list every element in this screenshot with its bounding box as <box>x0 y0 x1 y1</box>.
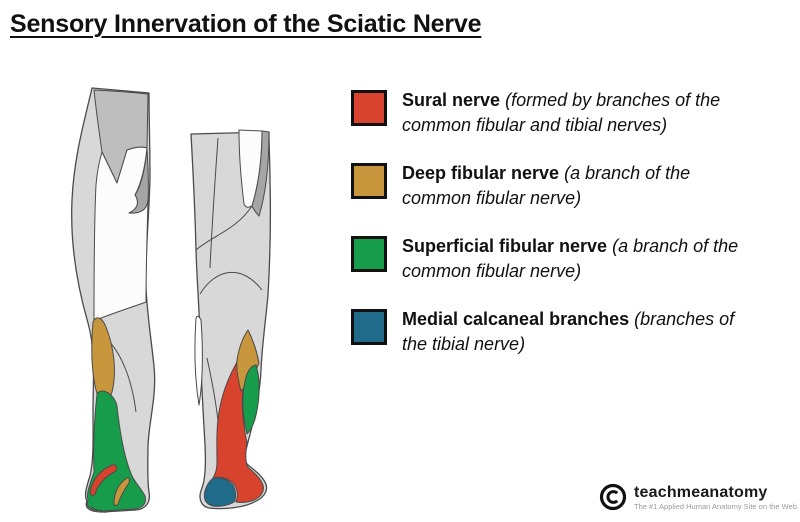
legend-item-description: (branches of the tibial nerve) <box>402 309 735 354</box>
legend-item-description: (a branch of the common fibular nerve) <box>402 163 691 208</box>
deep-fibular-color-swatch <box>351 163 387 199</box>
page-title: Sensory Innervation of the Sciatic Nerve <box>10 10 482 38</box>
legend-item-name: Sural nerve <box>402 90 501 110</box>
legend-item-description: (formed by branches of the common fibula… <box>402 90 721 135</box>
legend-item-name: Medial calcaneal branches <box>402 309 630 329</box>
medial-calcaneal-color-swatch <box>351 309 387 345</box>
sural-color-swatch <box>351 90 387 126</box>
leg-illustration <box>71 87 272 513</box>
legend-item-name: Superficial fibular nerve <box>402 236 608 256</box>
posterior-knee-white-sliver <box>194 315 203 406</box>
medial-calcaneal-region-heel <box>203 477 237 507</box>
deep-fibular-region-posterior-calf <box>236 329 260 392</box>
brand-name: teachmeanatomy <box>634 483 768 501</box>
brand-tagline: The #1 Applied Human Anatomy Site on the… <box>634 501 799 511</box>
superficial-fibular-color-swatch <box>351 236 387 272</box>
copyright-c-icon <box>599 483 627 511</box>
superficial-fibular-region-posterior-calf <box>242 364 260 435</box>
toe-lines <box>90 505 108 513</box>
legend-item-medial-calcaneal: Medial calcaneal branches (branches of t… <box>351 307 771 357</box>
lateral-thigh-white-region <box>93 146 149 322</box>
legend-item-deep-fibular: Deep fibular nerve (a branch of the comm… <box>351 161 771 211</box>
legend-text: Deep fibular nerve (a branch of the comm… <box>402 161 747 211</box>
deep-fibular-region-lateral-calf <box>91 317 115 403</box>
legend-item-name: Deep fibular nerve <box>402 163 560 183</box>
brand-logo: teachmeanatomy The #1 Applied Human Anat… <box>599 483 799 511</box>
posterior-thigh-contour-lines <box>195 137 263 443</box>
posterior-thigh-dark-strip-region <box>251 130 270 217</box>
legend: Sural nerve (formed by branches of the c… <box>351 88 771 380</box>
sural-region-posterior-calf-foot <box>212 361 264 503</box>
legend-text: Medial calcaneal branches (branches of t… <box>402 307 747 357</box>
legend-item-sural: Sural nerve (formed by branches of the c… <box>351 88 771 138</box>
legend-item-description: (a branch of the common fibular nerve) <box>402 236 739 281</box>
deep-fibular-region-foot-dorsum <box>113 477 130 506</box>
sural-region-lateral-foot <box>89 464 118 497</box>
legend-item-superficial-fibular: Superficial fibular nerve (a branch of t… <box>351 234 771 284</box>
legend-text: Superficial fibular nerve (a branch of t… <box>402 234 747 284</box>
legend-text: Sural nerve (formed by branches of the c… <box>402 88 747 138</box>
posterior-leg <box>190 129 272 510</box>
brand-text-block: teachmeanatomy The #1 Applied Human Anat… <box>634 484 799 511</box>
lateral-leg <box>71 87 156 513</box>
